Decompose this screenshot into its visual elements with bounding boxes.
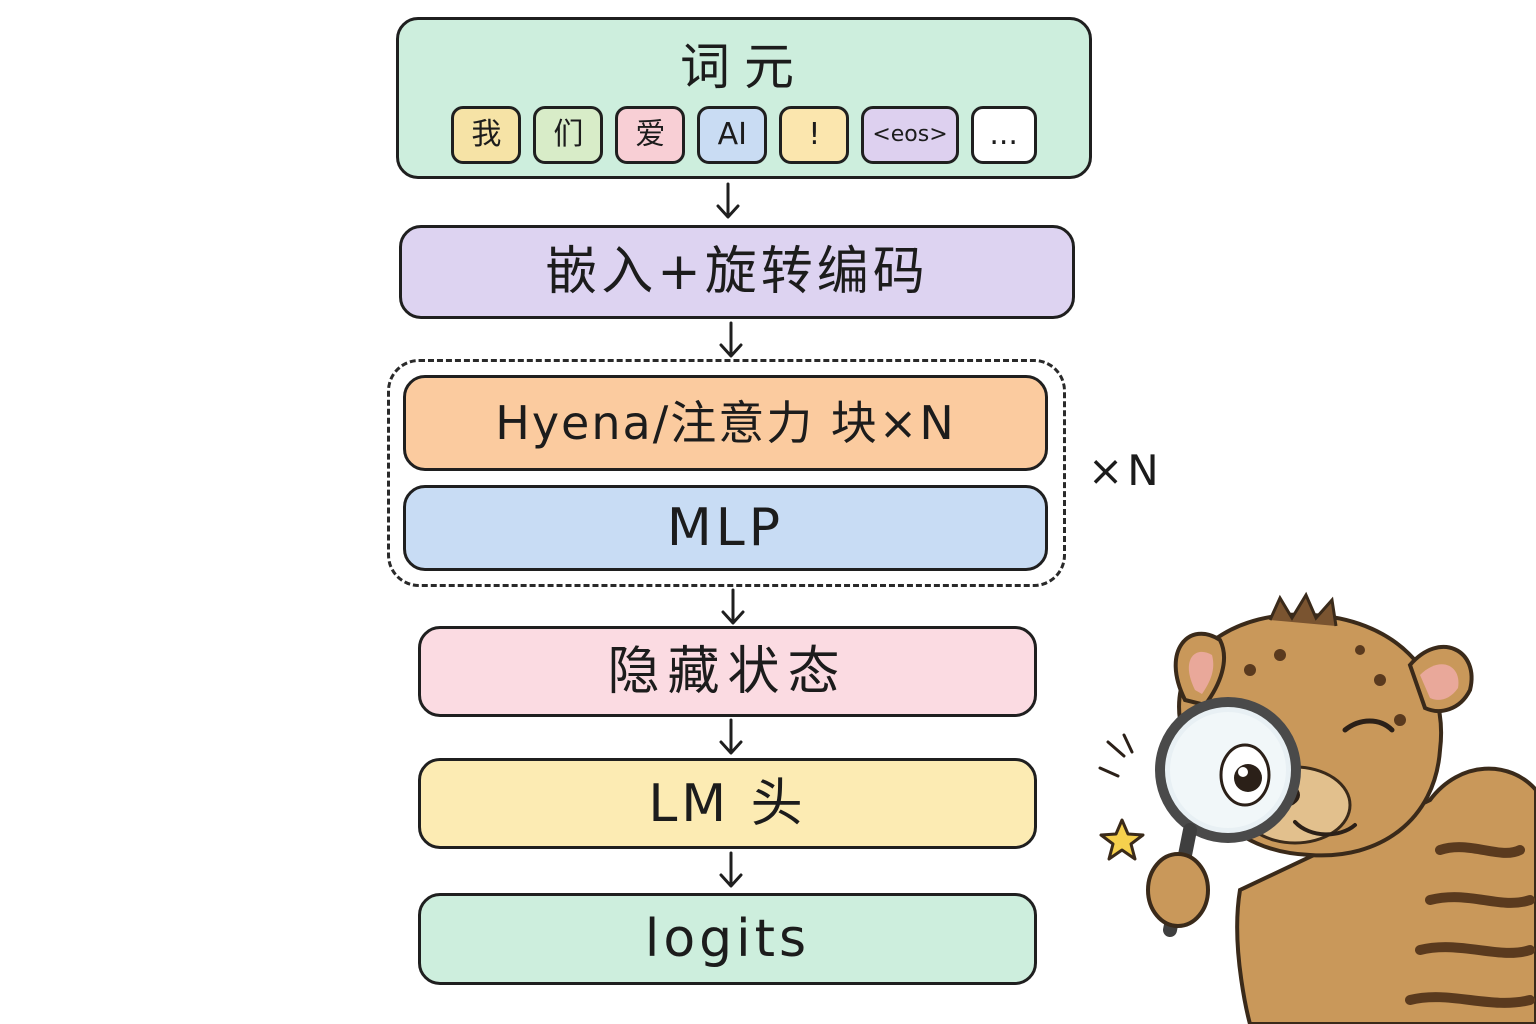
down-arrow-icon [719,718,743,755]
down-arrow-icon [721,588,745,625]
attention-block-box: Hyena/注意力 块×N [403,375,1048,471]
tokens-title: 词元 [680,38,808,96]
mlp-box: MLP [403,485,1048,571]
hyena-with-magnifying-glass-icon [1098,591,1536,1024]
repeat-count-label: ×N [1088,446,1163,495]
token-chip: ... [970,106,1037,164]
repeated-block-group [387,359,1066,587]
token-chip: 爱 [615,106,686,164]
token-chip: ! [779,106,850,164]
down-arrow-icon [716,182,740,219]
down-arrow-icon [719,321,743,358]
token-chip: 们 [533,106,604,164]
token-chip: AI [697,106,768,164]
hidden-state-box: 隐藏状态 [418,626,1037,717]
token-chip: <eos> [861,106,959,164]
token-chip: 我 [451,106,522,164]
logits-box: logits [418,893,1037,985]
down-arrow-icon [719,851,743,888]
embedding-box: 嵌入+旋转编码 [399,225,1075,319]
lm-head-box: LM 头 [418,758,1037,849]
